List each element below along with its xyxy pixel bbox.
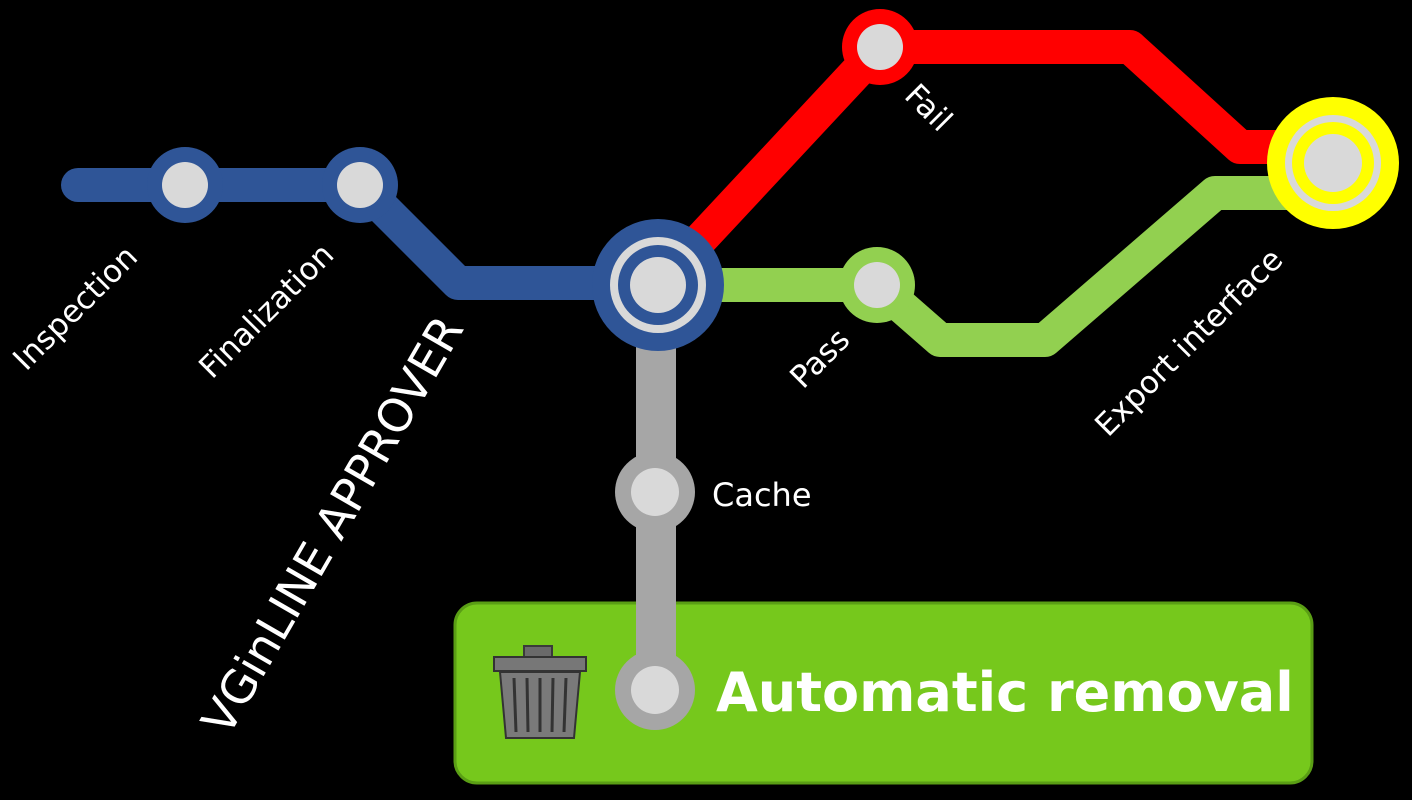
label-pass: Pass — [783, 322, 857, 396]
automatic-removal-label: Automatic removal — [716, 661, 1294, 724]
label-finalization: Finalization — [192, 237, 341, 386]
trash-can-icon — [493, 645, 587, 739]
station-fail — [842, 9, 918, 85]
station-inspection — [147, 147, 223, 223]
station-hub — [592, 219, 724, 351]
station-cache — [615, 452, 695, 532]
fail-line — [641, 30, 1350, 302]
hub-title: VGinLINE APPROVER — [191, 307, 474, 744]
station-finalization — [322, 147, 398, 223]
station-export — [1267, 97, 1399, 229]
label-cache: Cache — [712, 476, 812, 514]
label-inspection: Inspection — [6, 239, 145, 378]
label-fail: Fail — [897, 77, 959, 139]
station-pass — [839, 247, 915, 323]
station-removal — [615, 650, 695, 730]
